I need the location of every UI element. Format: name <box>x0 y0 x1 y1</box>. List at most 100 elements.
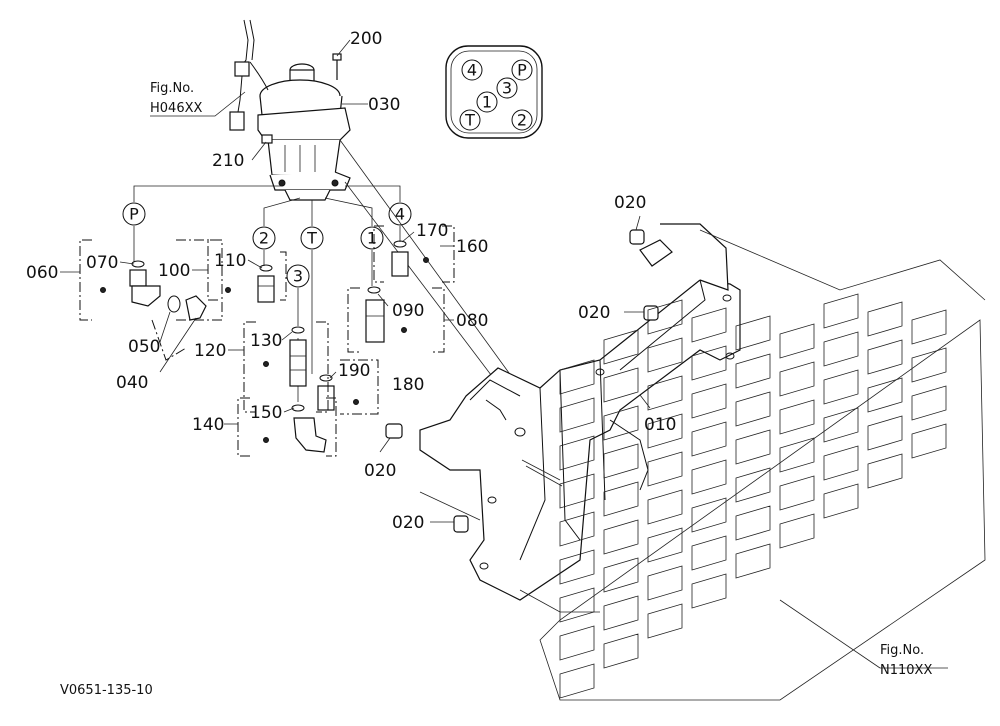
fitting-leaders <box>60 231 454 425</box>
part-180: 180 <box>392 375 424 395</box>
grid-cell <box>911 423 947 459</box>
grid-cell <box>603 557 639 593</box>
grid-cell <box>867 415 903 451</box>
grid-cell <box>603 329 639 365</box>
grid-cell <box>603 443 639 479</box>
grid-cell <box>559 359 595 395</box>
grid-cell <box>911 347 947 383</box>
grid-cell <box>647 299 683 335</box>
port-layout-4: 4 <box>467 61 477 80</box>
grid-cell <box>735 505 771 541</box>
part-110: 110 <box>214 251 246 271</box>
fig-ref-code-bottom: N110XX <box>880 663 932 678</box>
grid-cell <box>823 445 859 481</box>
part-020-b: 020 <box>578 303 610 323</box>
grid-cell <box>735 391 771 427</box>
grid-cell <box>779 399 815 435</box>
grid-cell <box>691 307 727 343</box>
fittings <box>100 240 429 453</box>
grid-cell <box>735 315 771 351</box>
grid-cell <box>779 437 815 473</box>
grid-cell <box>691 573 727 609</box>
part-140: 140 <box>192 415 224 435</box>
grid-cell <box>691 383 727 419</box>
grid-cell <box>735 467 771 503</box>
grid-cell <box>779 323 815 359</box>
grid-cell <box>647 489 683 525</box>
grid-cell <box>559 663 595 699</box>
grid-cell <box>867 339 903 375</box>
grid-cell <box>823 369 859 405</box>
pilot-valve-assembly <box>229 19 351 201</box>
part-060: 060 <box>26 263 58 283</box>
fig-ref-code-top: H046XX <box>150 101 202 116</box>
port-marker-3: 3 <box>293 267 303 286</box>
part-020-c: 020 <box>364 461 396 481</box>
grid-cell <box>735 353 771 389</box>
part-190: 190 <box>338 361 370 381</box>
grid-cell <box>779 361 815 397</box>
part-100: 100 <box>158 261 190 281</box>
grid-cell <box>603 405 639 441</box>
port-marker-1: 1 <box>367 229 377 248</box>
port-distribution-lines <box>133 139 526 402</box>
grid-cell <box>735 429 771 465</box>
fig-ref-label-bottom: Fig.No. <box>880 643 924 658</box>
grid-cell <box>867 453 903 489</box>
part-130: 130 <box>250 331 282 351</box>
port-layout-1: 1 <box>482 93 492 112</box>
grid-cell <box>603 519 639 555</box>
grid-cell <box>691 421 727 457</box>
grid-cell <box>647 603 683 639</box>
part-170: 170 <box>416 221 448 241</box>
grid-cell <box>867 377 903 413</box>
part-020-d: 020 <box>392 513 424 533</box>
grid-cell <box>779 475 815 511</box>
port-layout-3: 3 <box>502 79 512 98</box>
port-marker-p: P <box>129 205 139 224</box>
port-layout-t: T <box>464 111 475 130</box>
grid-cell <box>823 331 859 367</box>
part-030: 030 <box>368 95 400 115</box>
grid-cell <box>559 625 595 661</box>
drawing-code: V0651-135-10 <box>60 683 153 698</box>
part-020-a: 020 <box>614 193 646 213</box>
grid-cell <box>559 549 595 585</box>
grid-cell <box>647 337 683 373</box>
port-marker-4: 4 <box>395 205 405 224</box>
grid-cell <box>911 309 947 345</box>
grid-cell <box>779 513 815 549</box>
grid-cell <box>647 413 683 449</box>
part-120: 120 <box>194 341 226 361</box>
port-markers: P 2 T 3 1 4 <box>122 202 412 288</box>
part-050: 050 <box>128 337 160 357</box>
grid-cell <box>647 451 683 487</box>
grid-cell <box>823 407 859 443</box>
part-070: 070 <box>86 253 118 273</box>
grid-cell <box>691 535 727 571</box>
part-160: 160 <box>456 237 488 257</box>
grid-cell <box>559 435 595 471</box>
part-010: 010 <box>644 415 676 435</box>
grid-cell <box>867 301 903 337</box>
port-marker-t: T <box>306 229 317 248</box>
grid-cell <box>559 473 595 509</box>
grid-cell <box>603 633 639 669</box>
port-layout-diagram: 4 P 3 1 T 2 <box>445 45 543 139</box>
grid-cell <box>559 587 595 623</box>
grid-cell <box>603 595 639 631</box>
grid-cell <box>647 527 683 563</box>
part-090: 090 <box>392 301 424 321</box>
part-200: 200 <box>350 29 382 49</box>
grid-cell <box>911 385 947 421</box>
background-frame-grid <box>519 229 986 701</box>
grid-cell <box>735 543 771 579</box>
grid-cell <box>603 367 639 403</box>
port-layout-2: 2 <box>517 111 527 130</box>
labels: Fig.No. H046XX Fig.No. N110XX V0651-135-… <box>26 29 932 698</box>
grid-cell <box>647 375 683 411</box>
grid-cell <box>823 293 859 329</box>
bolts <box>379 215 659 533</box>
